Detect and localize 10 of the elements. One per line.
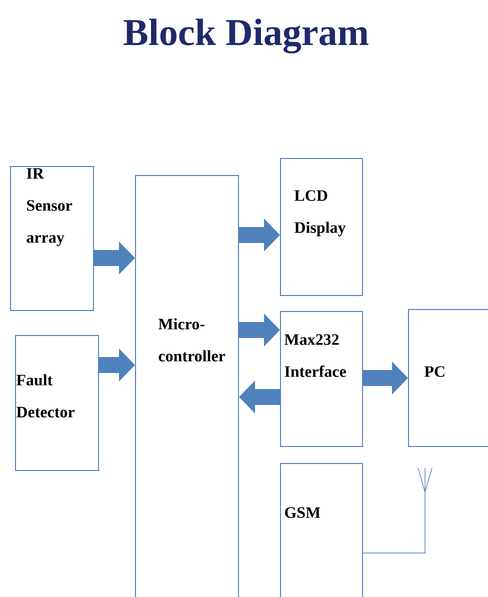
pc-box: PC — [408, 309, 488, 447]
microcontroller-box: Micro- controller — [135, 175, 239, 597]
antenna-line — [362, 492, 426, 554]
display-box: LCD Display — [280, 158, 363, 296]
sensor-box: IR Sensor array — [10, 166, 94, 311]
interface-box: Max232 Interface — [280, 311, 363, 447]
detector-box: Fault Detector — [15, 335, 99, 471]
gsm-box: GSM — [280, 463, 363, 597]
title: Block Diagram — [124, 18, 368, 54]
antenna-drawing — [418, 468, 432, 494]
